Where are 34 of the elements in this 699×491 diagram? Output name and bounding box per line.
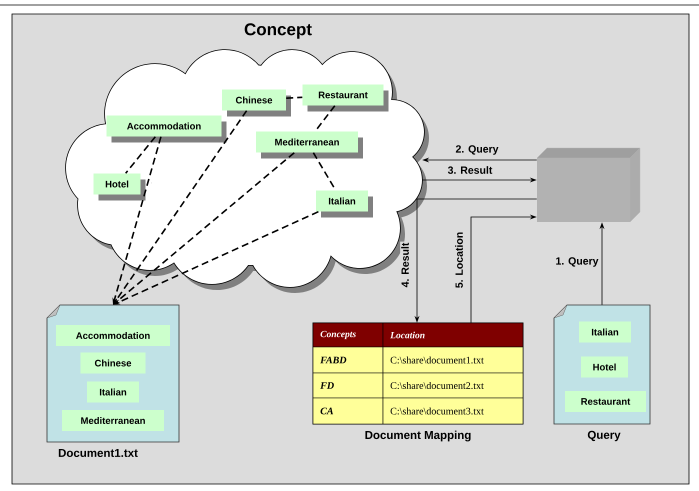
concept-tag: Italian <box>316 190 373 218</box>
concept-tag: Chinese <box>80 352 146 374</box>
concept-tag: Italian <box>579 322 631 342</box>
table-cell: C:\share\document1.txt <box>382 346 524 374</box>
edge-label: 4. Result <box>401 242 409 288</box>
concept-tag: Chinese <box>222 90 291 116</box>
caption-text: Query <box>588 430 621 442</box>
concept-tag: Restaurant <box>565 391 646 412</box>
table-cell: FD <box>312 372 384 398</box>
table-cell: Location <box>382 322 524 348</box>
concept-tag: Restaurant <box>302 84 388 112</box>
dashed-line <box>125 136 156 174</box>
dashed-line <box>286 96 302 99</box>
concept-tag: Mediterranean <box>62 410 164 431</box>
table-cell: CA <box>312 398 384 424</box>
edge-label: 1. Query <box>556 257 598 267</box>
edge-label: 3. Result <box>448 166 492 174</box>
dashed-line <box>314 105 336 132</box>
concept-tag: Accommodation <box>106 116 226 142</box>
concept-tag: Mediterranean <box>256 132 363 158</box>
table-cell: FABD <box>312 346 384 374</box>
caption-text: Concept <box>244 23 312 39</box>
table-cell: C:\share\document3.txt <box>382 398 524 424</box>
concept-tag: Hotel <box>581 356 628 378</box>
server-box <box>536 148 640 222</box>
edge-label: 5. Location <box>455 232 463 288</box>
concept-tag: Italian <box>87 382 139 402</box>
edge-label: 2. Query <box>456 145 498 155</box>
table-cell: C:\share\document2.txt <box>382 372 524 398</box>
caption-text: Document1.txt <box>58 449 138 458</box>
concept-tag: Accommodation <box>56 325 170 346</box>
caption-text: Document Mapping <box>365 430 471 442</box>
concept-tag: Hotel <box>94 174 146 200</box>
table-cell: Concepts <box>312 322 384 348</box>
